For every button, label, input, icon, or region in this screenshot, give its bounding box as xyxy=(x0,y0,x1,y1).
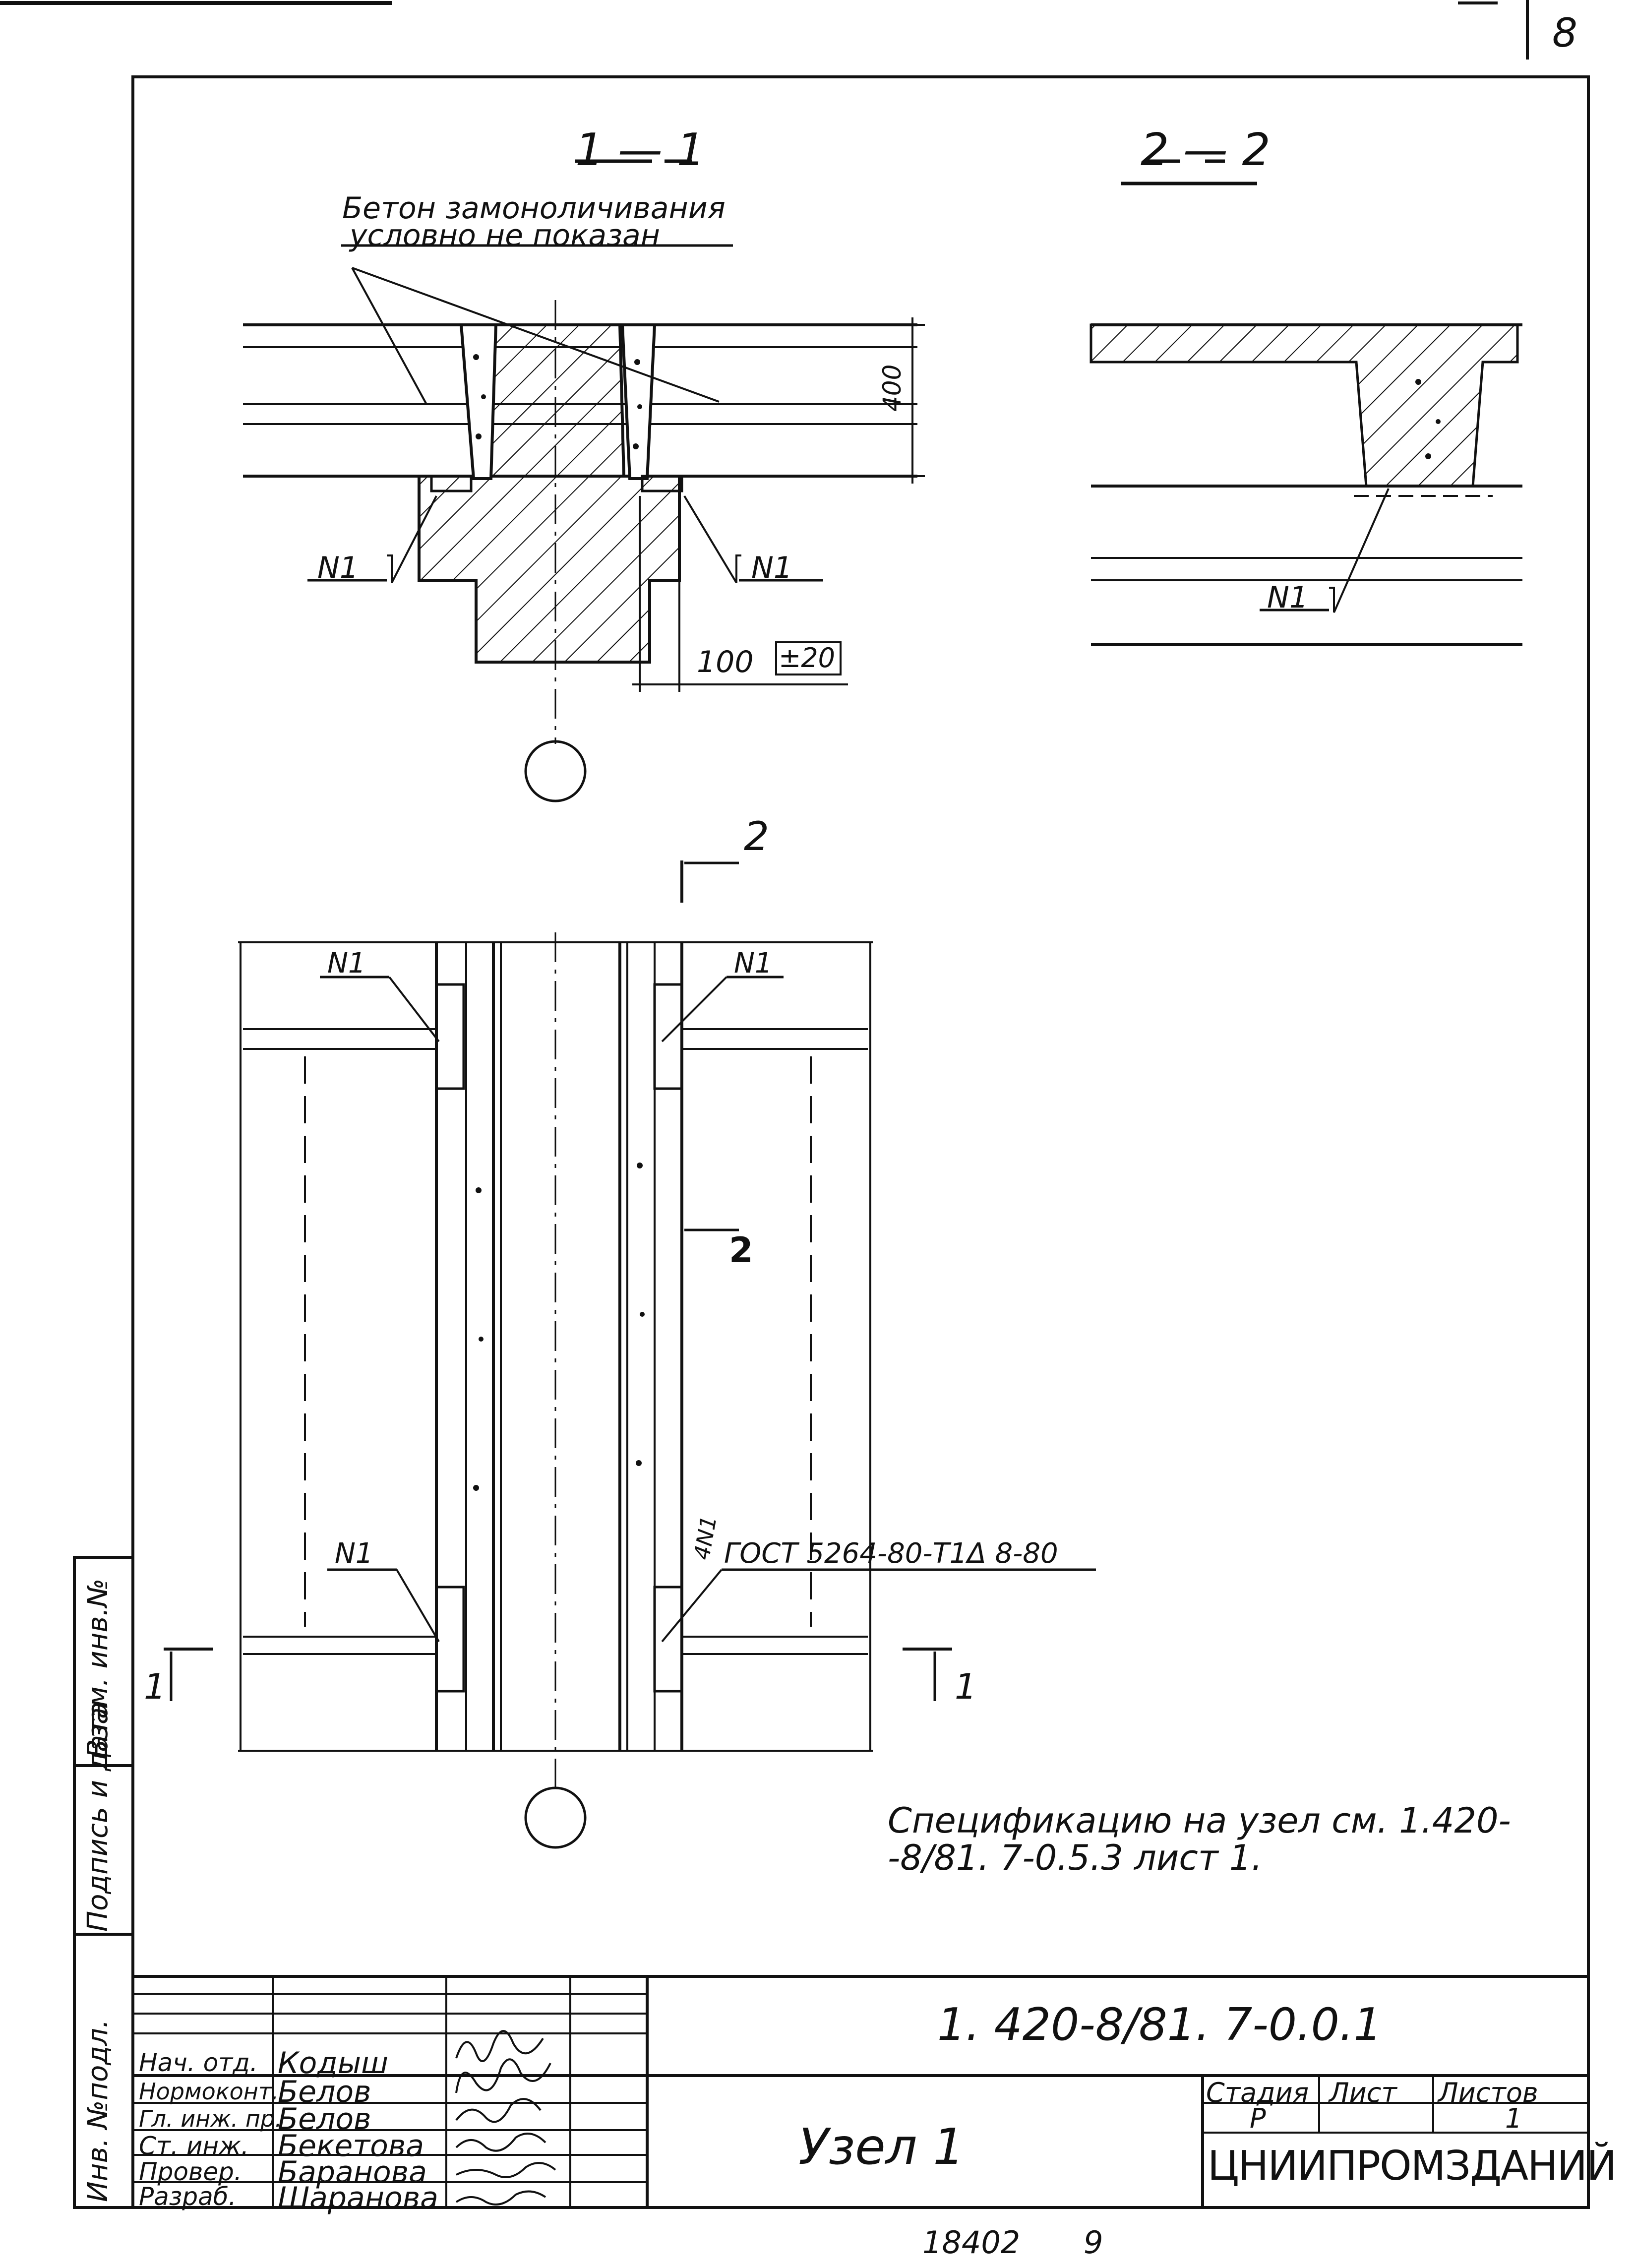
cut-mark-1-right: 1 xyxy=(955,1666,977,1707)
tolerance-label: ±20 xyxy=(779,642,835,674)
dim-width-100: 100 xyxy=(697,645,754,679)
organization-name: ЦНИИПРОМЗДАНИЙ xyxy=(1208,2143,1617,2190)
drawing-frame xyxy=(131,75,1590,2209)
weld-label-plan-bottom-left: N1 xyxy=(335,1537,373,1570)
stage-value: Р xyxy=(1250,2103,1266,2134)
name-2: Белов xyxy=(278,2075,371,2109)
sheets-value: 1 xyxy=(1505,2103,1522,2134)
footer-number: 18402 xyxy=(922,2224,1021,2261)
spec-note-line1: Спецификацию на узел см. 1.420- xyxy=(888,1800,1511,1841)
section-2-2-title: 2 — 2 xyxy=(1141,124,1271,176)
role-4: Ст. инж. xyxy=(139,2132,249,2160)
role-5: Провер. xyxy=(139,2157,242,2186)
signatures xyxy=(455,2030,556,2206)
name-5: Баранова xyxy=(278,2155,427,2190)
weld-standard-label: ГОСТ 5264-80-Т1Δ 8-80 xyxy=(724,1537,1058,1570)
weld-label-right-1-1: N1 xyxy=(751,551,793,585)
side-stamp-signature: Подпись и дата xyxy=(82,1702,114,1932)
side-stamp-frame xyxy=(73,1556,134,2209)
sheet-header: Лист xyxy=(1329,2077,1397,2108)
cut-mark-2-top: 2 xyxy=(744,813,769,859)
role-3: Гл. инж. пр. xyxy=(139,2105,282,2132)
role-2: Нормоконт. xyxy=(139,2078,279,2105)
node-name: Узел 1 xyxy=(798,2118,965,2176)
section-1-1-title: 1 — 1 xyxy=(575,124,705,176)
role-1: Нач. отд. xyxy=(139,2048,258,2077)
footer-number-2: 9 xyxy=(1084,2224,1103,2261)
document-code: 1. 420-8/81. 7-0.0.1 xyxy=(937,1999,1382,2051)
name-3: Белов xyxy=(278,2102,371,2137)
name-4: Бекетова xyxy=(278,2129,424,2163)
sheet-number: 8 xyxy=(1552,10,1577,56)
weld-label-plan-top-left: N1 xyxy=(327,947,366,980)
concrete-texture xyxy=(473,354,1441,1491)
concrete-note-line1: Бетон замоноличивания xyxy=(342,191,726,226)
weld-label-plan-top-right: N1 xyxy=(734,947,773,980)
side-stamp-inventory: Инв. №подл. xyxy=(82,2019,114,2202)
stage-header: Стадия xyxy=(1206,2077,1309,2108)
cut-mark-1-left: 1 xyxy=(144,1666,166,1707)
name-6: Шаранова xyxy=(278,2181,438,2215)
role-6: Разраб. xyxy=(139,2182,237,2211)
weld-label-2-2: N1 xyxy=(1267,580,1309,615)
cut-mark-2-side: 2 xyxy=(729,1230,753,1271)
dim-height-400: 400 xyxy=(878,364,907,412)
sheets-header: Листов xyxy=(1438,2077,1538,2108)
concrete-note-line2: условно не показан xyxy=(350,218,660,253)
weld-label-left-1-1: N1 xyxy=(317,551,359,585)
name-1: Кодыш xyxy=(278,2046,389,2081)
spec-note-line2: -8/81. 7-0.5.3 лист 1. xyxy=(888,1838,1263,1878)
